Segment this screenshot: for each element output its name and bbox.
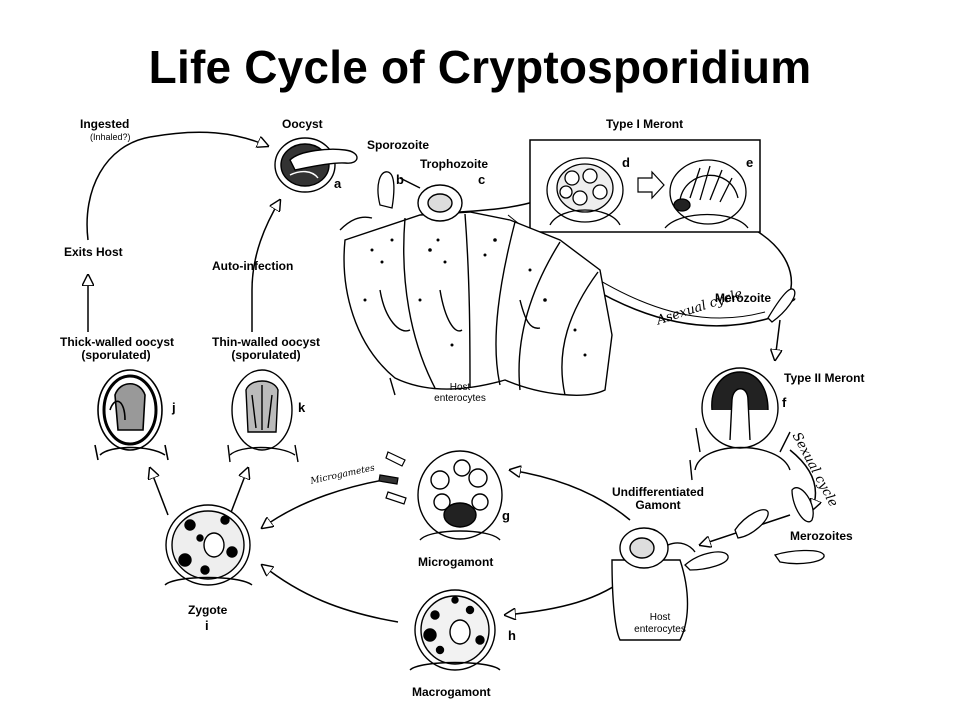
label-merozoites: Merozoites	[790, 529, 853, 543]
type2-meront-f-illustration	[689, 367, 791, 481]
label-host-bottom: Host	[649, 612, 671, 623]
stage-letter-i: i	[205, 618, 209, 633]
stage-letter-g: g	[502, 508, 510, 523]
label-type1-meront: Type I Meront	[606, 117, 684, 131]
sporozoite-b-illustration	[377, 171, 395, 209]
arrow-gamont-to-macro	[505, 574, 631, 615]
label-trophozoite: Trophozoite	[420, 157, 488, 171]
arrow-macro-to-zygote	[262, 565, 399, 623]
macrogamont-h-illustration	[409, 589, 501, 671]
label-ingested: Ingested	[80, 117, 130, 131]
label-gamont: Gamont	[635, 498, 681, 512]
label-auto-infection: Auto-infection	[212, 259, 294, 273]
arrow-merozoite-to-type2	[775, 319, 780, 360]
arrow-thin-to-autoinfection	[251, 200, 280, 332]
label-merozoite: Merozoite	[715, 291, 772, 305]
stage-letter-f: f	[782, 395, 787, 410]
label-enterocytes-top: enterocytes	[434, 393, 486, 404]
label-thick-walled-oocyst: Thick-walled oocyst	[60, 335, 175, 349]
label-zygote: Zygote	[188, 603, 228, 617]
label-sporozoite: Sporozoite	[367, 138, 429, 152]
arrow-sporo-to-troph	[399, 177, 421, 189]
microgametes-illustration	[378, 451, 407, 505]
label-thick-walled-sporulated: (sporulated)	[81, 348, 151, 362]
meront-e-illustration	[664, 159, 749, 229]
label-enterocytes-bottom: enterocytes	[634, 624, 686, 635]
stage-letter-j: j	[172, 400, 176, 415]
stage-letter-d: d	[622, 155, 630, 170]
label-undifferentiated: Undifferentiated	[611, 485, 704, 499]
thin-walled-oocyst-k-illustration	[227, 369, 299, 463]
label-type2-meront: Type II Meront	[784, 371, 865, 385]
label-macrogamont: Macrogamont	[412, 685, 491, 699]
arrow-d-to-e	[637, 170, 665, 200]
merozoites-illustration	[684, 487, 825, 571]
microgamont-g-illustration	[417, 450, 503, 541]
epithelium-stipple	[363, 238, 587, 357]
oocyst-a-illustration	[274, 137, 358, 193]
merozoite-illustration	[767, 288, 796, 323]
stage-letter-a: a	[334, 176, 342, 191]
label-thin-walled-oocyst: Thin-walled oocyst	[211, 335, 320, 349]
arrow-zygote-to-thick	[150, 468, 169, 516]
stage-letter-c: c	[478, 172, 486, 187]
arrow-exits-to-ingested	[86, 136, 151, 241]
meront-d-illustration	[546, 157, 624, 226]
arrow-troph-to-type1	[459, 199, 541, 213]
stage-letter-k: k	[298, 400, 306, 415]
label-thin-walled-sporulated: (sporulated)	[231, 348, 301, 362]
gamont-illustration	[611, 527, 696, 641]
arrow-zygote-to-thin	[229, 468, 248, 516]
label-exits-host: Exits Host	[64, 245, 123, 259]
label-microgamont: Microgamont	[418, 555, 494, 569]
stage-letter-b: b	[396, 172, 404, 187]
trophozoite-c-illustration	[417, 184, 463, 222]
arrow-ingested-to-oocyst	[149, 131, 268, 146]
label-host-top: Host	[449, 382, 471, 393]
page-title: Life Cycle of Cryptosporidium	[148, 41, 812, 93]
stage-letter-h: h	[508, 628, 516, 643]
label-oocyst: Oocyst	[282, 117, 323, 131]
thick-walled-oocyst-j-illustration	[94, 369, 169, 461]
host-enterocytes-top-illustration	[339, 211, 613, 396]
arrow-type2-to-merozoites	[789, 449, 816, 510]
stage-letter-e: e	[746, 155, 754, 170]
arrow-gamont-to-micro	[510, 470, 631, 521]
arrow-micro-to-zygote	[262, 477, 396, 528]
label-inhaled: (Inhaled?)	[90, 132, 131, 142]
zygote-i-illustration	[164, 504, 253, 586]
